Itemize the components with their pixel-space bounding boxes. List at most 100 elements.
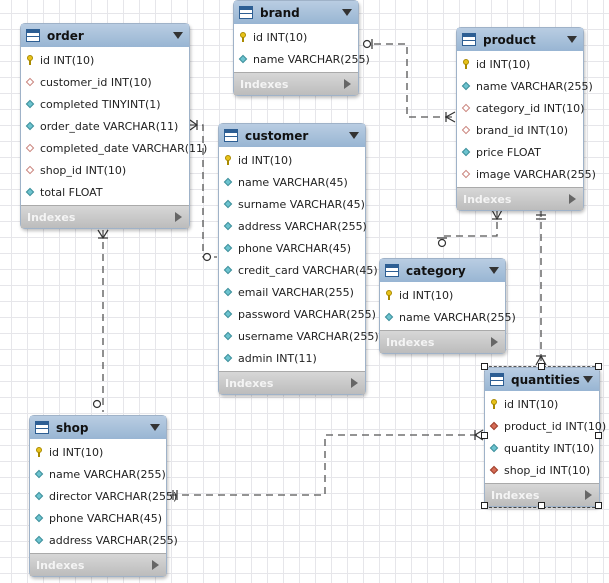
column-icon (25, 121, 35, 131)
column-row[interactable]: surname VARCHAR(45) (219, 193, 365, 215)
expand-arrow-icon[interactable] (351, 378, 358, 388)
collapse-arrow-icon[interactable] (150, 424, 160, 431)
table-header[interactable]: product (457, 28, 583, 51)
column-row[interactable]: credit_card VARCHAR(45) (219, 259, 378, 281)
column-icon (223, 309, 233, 319)
resize-handle-right[interactable] (595, 432, 602, 439)
column-row[interactable]: address VARCHAR(255) (219, 215, 367, 237)
column-row[interactable]: quantity INT(10) (485, 437, 599, 459)
column-row[interactable]: director VARCHAR(255) (30, 485, 177, 507)
collapse-arrow-icon[interactable] (489, 267, 499, 274)
resize-handle-bottom-left[interactable] (481, 502, 488, 509)
column-row[interactable]: id INT(10) (380, 284, 505, 306)
column-label: price FLOAT (476, 145, 541, 159)
resize-handle-top-right[interactable] (595, 363, 602, 370)
indexes-section[interactable]: Indexes (21, 205, 189, 228)
column-row[interactable]: name VARCHAR(255) (457, 75, 593, 97)
resize-handle-left[interactable] (481, 432, 488, 439)
column-icon (223, 331, 233, 341)
column-list: id INT(10)name VARCHAR(45)surname VARCHA… (219, 147, 379, 371)
indexes-section[interactable]: Indexes (30, 553, 166, 576)
table-title: customer (245, 128, 309, 143)
expand-arrow-icon[interactable] (569, 194, 576, 204)
column-label: id INT(10) (253, 30, 308, 44)
column-label: shop_id INT(10) (40, 163, 127, 177)
table-header[interactable]: shop (30, 416, 166, 439)
column-icon (489, 443, 499, 453)
collapse-arrow-icon[interactable] (349, 132, 359, 139)
column-row[interactable]: shop_id INT(10) (21, 159, 189, 181)
table-quantities[interactable]: quantities id INT(10)product_id INT(10) q… (484, 367, 606, 507)
expand-arrow-icon[interactable] (491, 337, 498, 347)
column-row[interactable]: shop_id INT(10) (485, 459, 599, 481)
indexes-label: Indexes (386, 335, 435, 349)
indexes-section[interactable]: Indexes (219, 371, 365, 394)
collapse-arrow-icon[interactable] (173, 32, 183, 39)
indexes-section[interactable]: Indexes (457, 187, 583, 210)
table-header[interactable]: customer (219, 124, 365, 147)
indexes-label: Indexes (463, 192, 512, 206)
table-header[interactable]: quantities (485, 368, 599, 391)
column-row[interactable]: id INT(10) (219, 149, 365, 171)
table-customer[interactable]: customer id INT(10)name VARCHAR(45)surna… (218, 123, 379, 395)
column-row[interactable]: id INT(10) (21, 49, 189, 71)
resize-handle-bottom[interactable] (538, 502, 545, 509)
column-row[interactable]: completed_date VARCHAR(11) (21, 137, 207, 159)
column-row[interactable]: address VARCHAR(255) (30, 529, 178, 551)
collapse-arrow-icon[interactable] (342, 9, 352, 16)
table-brand[interactable]: brand id INT(10) name VARCHAR(255) Indexe… (233, 0, 370, 96)
indexes-section[interactable]: Indexes (234, 72, 358, 95)
table-header[interactable]: brand (234, 1, 358, 24)
indexes-section[interactable]: Indexes (380, 330, 505, 353)
indexes-section[interactable]: Indexes (485, 483, 599, 506)
column-row[interactable]: id INT(10) (485, 393, 599, 415)
column-row[interactable]: phone VARCHAR(45) (30, 507, 166, 529)
column-row[interactable]: id INT(10) (30, 441, 166, 463)
column-row[interactable]: order_date VARCHAR(11) (21, 115, 189, 137)
column-label: address VARCHAR(255) (49, 533, 178, 547)
column-label: quantity INT(10) (504, 441, 595, 455)
column-row[interactable]: name VARCHAR(45) (219, 171, 365, 193)
resize-handle-bottom-right[interactable] (595, 502, 602, 509)
table-shop[interactable]: shop id INT(10)name VARCHAR(255)director… (29, 415, 178, 577)
collapse-arrow-icon[interactable] (567, 36, 577, 43)
column-row[interactable]: name VARCHAR(255) (30, 463, 166, 485)
column-row[interactable]: brand_id INT(10) (457, 119, 583, 141)
column-icon (223, 221, 233, 231)
column-row[interactable]: name VARCHAR(255) (380, 306, 516, 328)
column-row[interactable]: total FLOAT (21, 181, 189, 203)
collapse-arrow-icon[interactable] (583, 376, 593, 383)
column-row[interactable]: password VARCHAR(255) (219, 303, 376, 325)
column-row[interactable]: customer_id INT(10) (21, 71, 189, 93)
indexes-label: Indexes (36, 558, 85, 572)
table-header[interactable]: category (380, 259, 505, 282)
resize-handle-top-left[interactable] (481, 363, 488, 370)
primary-key-icon (384, 290, 394, 300)
column-row[interactable]: category_id INT(10) (457, 97, 584, 119)
column-row[interactable]: phone VARCHAR(45) (219, 237, 365, 259)
expand-arrow-icon[interactable] (585, 490, 592, 500)
table-header[interactable]: order (21, 24, 189, 47)
column-row[interactable]: username VARCHAR(255) (219, 325, 379, 347)
table-order[interactable]: order id INT(10)customer_id INT(10) compl… (20, 23, 207, 229)
column-row[interactable]: name VARCHAR(255) (234, 48, 370, 70)
column-row[interactable]: admin INT(11) (219, 347, 365, 369)
column-label: completed_date VARCHAR(11) (40, 141, 208, 155)
table-category[interactable]: category id INT(10) name VARCHAR(255) Ind… (379, 258, 516, 354)
column-row[interactable]: id INT(10) (457, 53, 583, 75)
column-label: name VARCHAR(255) (399, 310, 516, 324)
expand-arrow-icon[interactable] (152, 560, 159, 570)
column-row[interactable]: completed TINYINT(1) (21, 93, 189, 115)
column-label: completed TINYINT(1) (40, 97, 161, 111)
resize-handle-top[interactable] (538, 363, 545, 370)
column-row[interactable]: price FLOAT (457, 141, 583, 163)
column-row[interactable]: email VARCHAR(255) (219, 281, 365, 303)
indexes-label: Indexes (225, 376, 274, 390)
column-label: phone VARCHAR(45) (238, 241, 352, 255)
column-row[interactable]: product_id INT(10) (485, 415, 606, 437)
expand-arrow-icon[interactable] (175, 212, 182, 222)
column-row[interactable]: id INT(10) (234, 26, 358, 48)
column-row[interactable]: image VARCHAR(255) (457, 163, 596, 185)
expand-arrow-icon[interactable] (344, 79, 351, 89)
table-product[interactable]: product id INT(10)name VARCHAR(255)categ… (456, 27, 596, 211)
